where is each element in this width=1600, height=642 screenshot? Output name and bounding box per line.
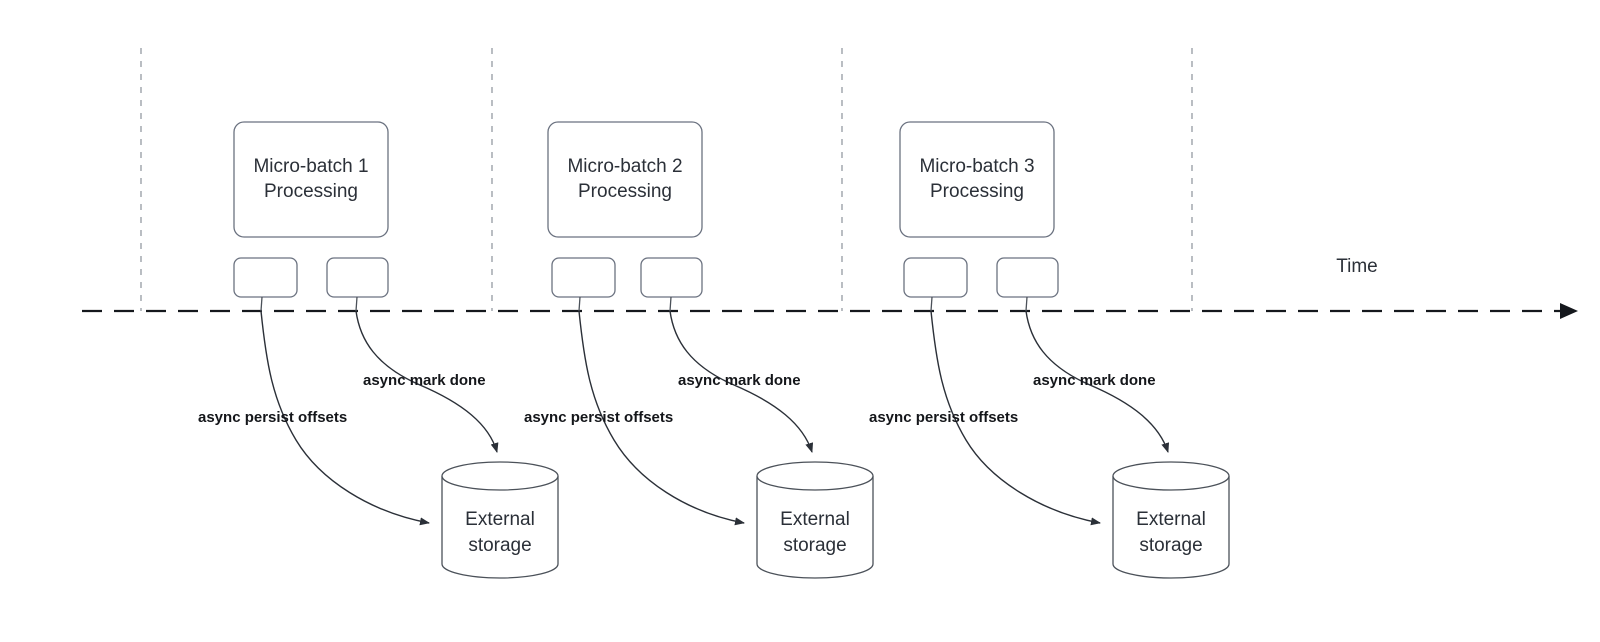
edge-persist-offsets-3-label: async persist offsets <box>869 409 1018 426</box>
edge-mark-done-1 <box>355 310 499 453</box>
task-1a-stub <box>260 296 263 312</box>
task-box-2b[interactable] <box>640 257 703 298</box>
external-storage-2[interactable] <box>756 461 874 579</box>
task-2a-stub <box>578 296 581 312</box>
edge-mark-done-3 <box>1025 310 1170 453</box>
external-storage-3-label-line1: External <box>1136 509 1206 530</box>
task-box-3b[interactable] <box>996 257 1059 298</box>
micro-batch-2-label-line2: Processing <box>578 181 672 202</box>
group-3: Micro-batch 3 Processing async persist o… <box>869 121 1230 579</box>
micro-batch-3-label-line2: Processing <box>930 181 1024 202</box>
external-storage-1-label-line1: External <box>465 509 535 530</box>
micro-batch-1-box[interactable] <box>233 121 389 238</box>
task-2b-stub <box>669 296 672 312</box>
time-axis: Time <box>82 256 1578 319</box>
edge-persist-offsets-1-label: async persist offsets <box>198 409 347 426</box>
external-storage-2-label-line1: External <box>780 509 850 530</box>
task-3a-stub <box>930 296 933 312</box>
micro-batch-1-label-line2: Processing <box>264 181 358 202</box>
external-storage-3-label-line2: storage <box>1139 535 1202 556</box>
edge-persist-offsets-2 <box>578 310 745 526</box>
group-2: Micro-batch 2 Processing async persist o… <box>524 121 874 579</box>
micro-batch-2-label-line1: Micro-batch 2 <box>567 156 682 177</box>
edge-persist-offsets-1 <box>260 310 430 526</box>
micro-batch-3-box[interactable] <box>899 121 1055 238</box>
task-3b-stub <box>1025 296 1028 312</box>
micro-batch-1-label-line1: Micro-batch 1 <box>253 156 368 177</box>
edge-mark-done-3-label: async mark done <box>1033 372 1156 389</box>
edge-mark-done-1-label: async mark done <box>363 372 486 389</box>
time-axis-arrowhead <box>1560 303 1578 319</box>
task-box-1b[interactable] <box>326 257 389 298</box>
edge-persist-offsets-3 <box>930 310 1101 526</box>
external-storage-1-label-line2: storage <box>468 535 531 556</box>
edge-mark-done-2-label: async mark done <box>678 372 801 389</box>
group-1: Micro-batch 1 Processing async persist o… <box>198 121 559 579</box>
external-storage-3[interactable] <box>1112 461 1230 579</box>
micro-batch-3-label-line1: Micro-batch 3 <box>919 156 1034 177</box>
edge-mark-done-2 <box>669 310 814 453</box>
external-storage-1[interactable] <box>441 461 559 579</box>
external-storage-2-label-line2: storage <box>783 535 846 556</box>
task-box-3a[interactable] <box>903 257 968 298</box>
time-axis-label: Time <box>1336 256 1378 277</box>
edge-persist-offsets-2-label: async persist offsets <box>524 409 673 426</box>
timeline-tick-group <box>140 48 1193 311</box>
task-1b-stub <box>355 296 358 312</box>
task-box-1a[interactable] <box>233 257 298 298</box>
task-box-2a[interactable] <box>551 257 616 298</box>
micro-batch-2-box[interactable] <box>547 121 703 238</box>
